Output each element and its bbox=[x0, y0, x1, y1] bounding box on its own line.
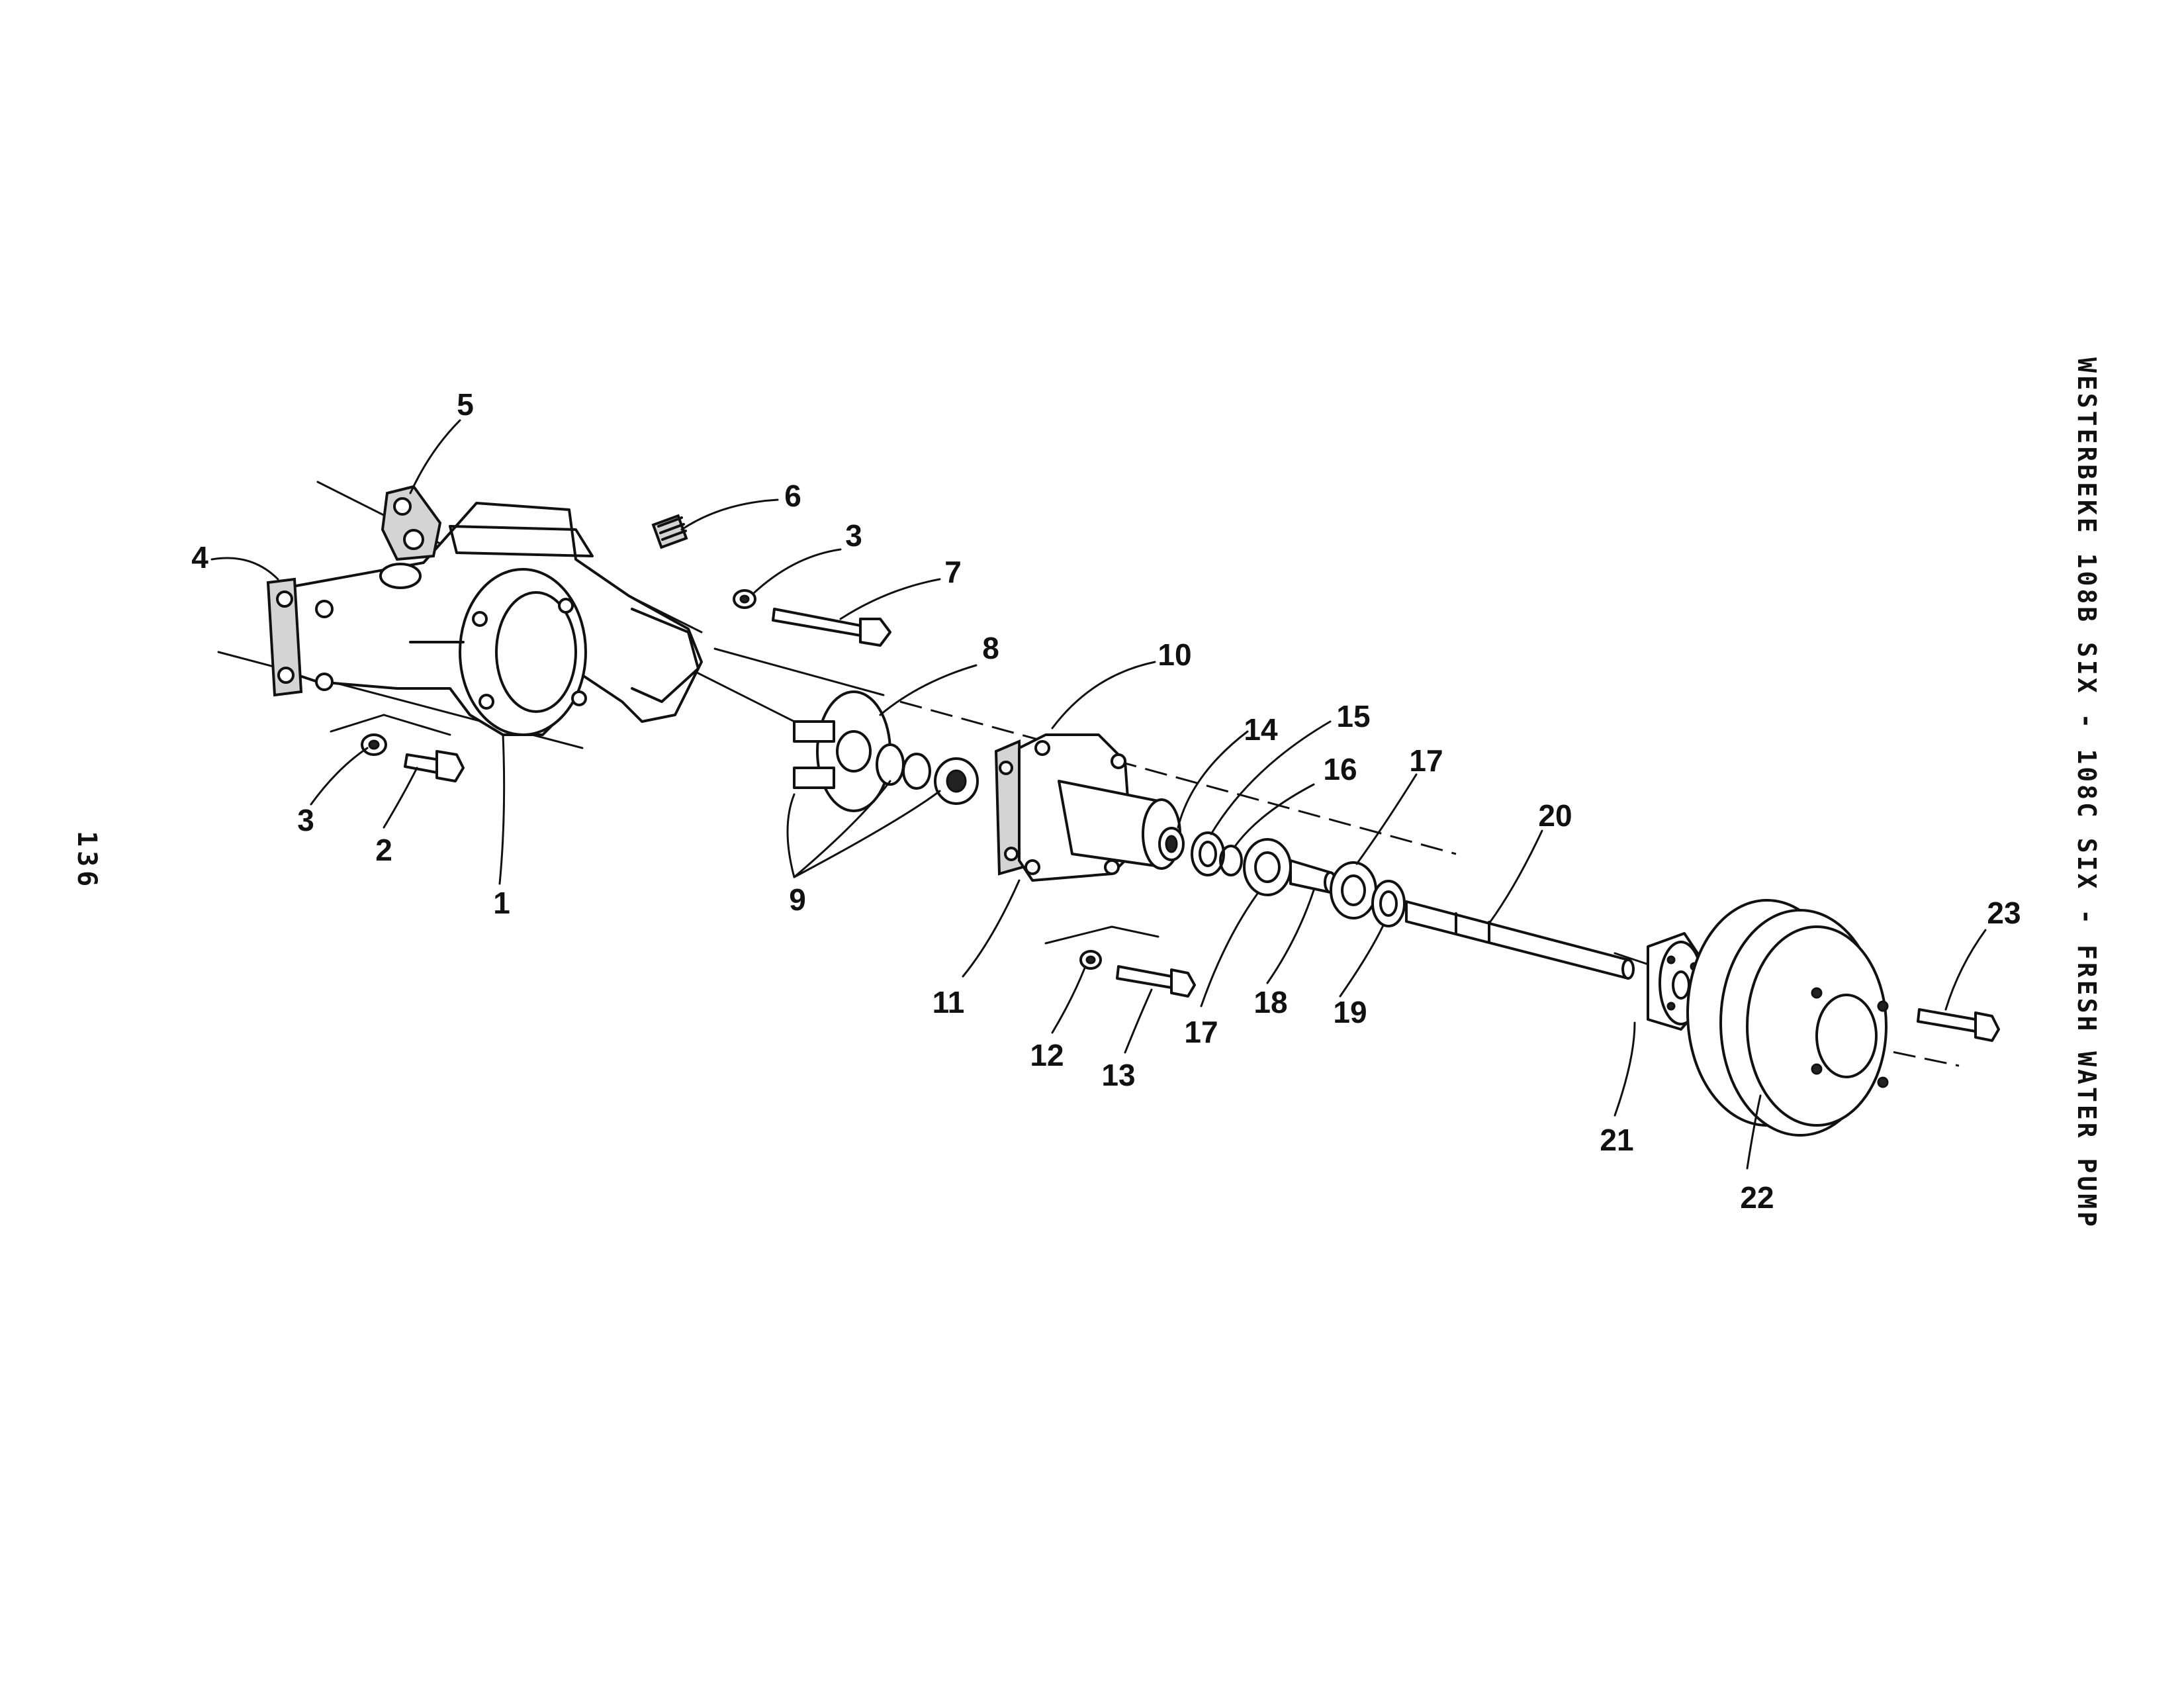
callout-20: 20 bbox=[1538, 798, 1572, 833]
seal-assembly-part-9 bbox=[876, 743, 979, 805]
callout-1: 1 bbox=[493, 886, 510, 920]
shaft-part-20 bbox=[1405, 900, 1635, 980]
callout-6: 6 bbox=[784, 479, 801, 513]
callout-7: 7 bbox=[944, 555, 962, 589]
callout-22: 22 bbox=[1740, 1180, 1774, 1215]
plug-part-6 bbox=[651, 514, 688, 549]
callout-3-upper: 3 bbox=[845, 518, 862, 553]
callout-18: 18 bbox=[1253, 985, 1287, 1019]
snap-ring-part-16 bbox=[1219, 845, 1243, 876]
ring-part-15 bbox=[1191, 831, 1225, 876]
document-title: WESTERBEKE 108B SIX - 108C SIX - FRESH W… bbox=[2072, 357, 2101, 1229]
pump-housing bbox=[274, 502, 703, 736]
washer-part-3-upper bbox=[733, 589, 756, 609]
bearing-part-17-left bbox=[1243, 838, 1292, 896]
callout-17-lower: 17 bbox=[1184, 1015, 1218, 1049]
callout-17-upper: 17 bbox=[1409, 743, 1443, 778]
callout-labels: 1 2 3 3 4 5 6 7 8 9 10 11 12 13 14 15 16… bbox=[191, 387, 2021, 1215]
callout-11: 11 bbox=[933, 985, 965, 1019]
bearing-housing-part-10 bbox=[1018, 733, 1181, 882]
callout-4: 4 bbox=[191, 540, 208, 575]
bolt-part-23 bbox=[1917, 1008, 2000, 1042]
callout-12: 12 bbox=[1030, 1038, 1064, 1072]
bearing-part-17-right bbox=[1330, 861, 1377, 919]
bolt-part-7 bbox=[772, 608, 891, 647]
washer-part-19 bbox=[1371, 880, 1406, 927]
callout-9: 9 bbox=[789, 882, 806, 917]
gasket-part-5 bbox=[381, 485, 442, 561]
callout-3-lower: 3 bbox=[297, 803, 314, 837]
callout-21: 21 bbox=[1600, 1123, 1633, 1157]
bolt-part-13 bbox=[1116, 965, 1196, 998]
page-number: 136 bbox=[71, 831, 102, 890]
washer-part-12 bbox=[1079, 950, 1102, 970]
bolt-part-2 bbox=[404, 750, 465, 782]
spacer-part-18 bbox=[1289, 859, 1337, 894]
impeller-part-8 bbox=[793, 690, 891, 812]
seal-part-14 bbox=[1158, 827, 1185, 861]
callout-10: 10 bbox=[1158, 637, 1191, 672]
callout-8: 8 bbox=[982, 631, 999, 665]
callout-19: 19 bbox=[1333, 995, 1367, 1029]
callout-14: 14 bbox=[1244, 712, 1278, 747]
washer-part-3-lower bbox=[361, 733, 387, 756]
gasket-part-4 bbox=[266, 577, 303, 697]
callout-16: 16 bbox=[1323, 752, 1357, 786]
pulley-part-22 bbox=[1686, 899, 1889, 1137]
callout-5: 5 bbox=[457, 387, 474, 422]
callout-2: 2 bbox=[375, 833, 392, 867]
callout-13: 13 bbox=[1101, 1058, 1135, 1092]
leader-lines bbox=[210, 419, 1987, 1170]
callout-23: 23 bbox=[1987, 896, 2021, 930]
callout-15: 15 bbox=[1336, 699, 1370, 733]
